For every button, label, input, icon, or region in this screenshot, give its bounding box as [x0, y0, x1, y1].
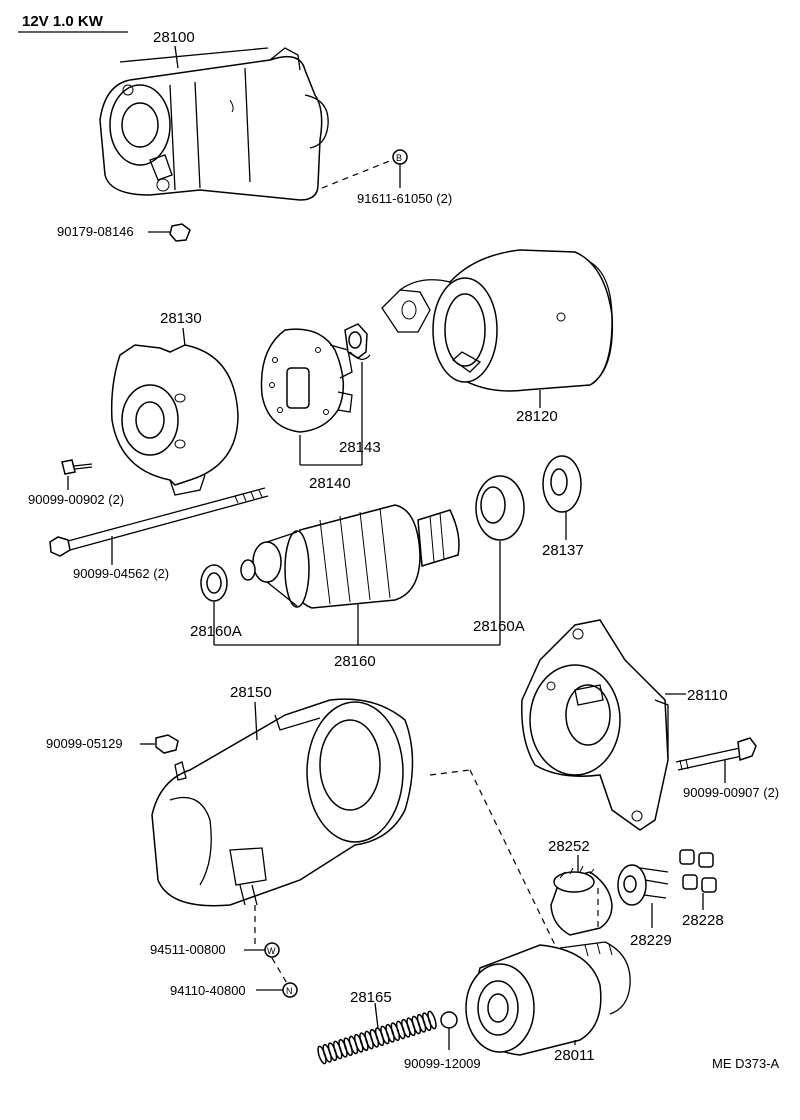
ball-icon: [440, 1011, 458, 1029]
label-28160a-right: 28160A: [473, 618, 525, 635]
label-28011: 28011: [554, 1047, 595, 1064]
w-marker-letter: W: [267, 946, 276, 956]
spring-coil: [427, 1010, 437, 1030]
label-28160a-left: 28160A: [190, 623, 242, 640]
housing-drawing: [521, 619, 669, 831]
label-28110: 28110: [687, 687, 728, 704]
leader-28100: [174, 45, 179, 69]
spring-coil: [332, 1040, 343, 1060]
spring-coil: [359, 1032, 369, 1052]
spring-coil: [322, 1043, 332, 1063]
label-90099-00907: 90099-00907 (2): [683, 785, 779, 800]
leader-28165: [374, 1002, 379, 1029]
leader-28130: [182, 327, 186, 347]
spring-coil: [385, 1023, 395, 1043]
label-90099-12009: 90099-12009: [404, 1056, 481, 1071]
spring-coil: [327, 1042, 338, 1062]
bolt-00907-icon: [675, 737, 757, 771]
label-28143: 28143: [339, 439, 381, 456]
label-28140: 28140: [309, 475, 351, 492]
spring-coil: [374, 1027, 385, 1047]
brush-spring-drawing: [344, 323, 371, 360]
leader-28150: [254, 701, 258, 741]
clutch-drawing: [465, 941, 631, 1056]
label-28130: 28130: [160, 310, 202, 327]
bolt-icon: [61, 459, 93, 475]
spring-coil: [395, 1020, 406, 1040]
label-28137: 28137: [542, 542, 584, 559]
retainer-drawing: [617, 864, 669, 906]
dash-nut: [271, 957, 289, 986]
label-90099-00902: 90099-00902 (2): [28, 492, 124, 507]
brush-holder-drawing: [260, 328, 353, 433]
seal-drawing: [542, 455, 582, 513]
label-91611-61050: 91611-61050 (2): [357, 191, 452, 206]
label-94511-00800: 94511-00800: [150, 942, 226, 957]
starter-assembly-drawing: [99, 47, 329, 201]
spring-coil: [401, 1018, 411, 1038]
b-marker-letter: B: [396, 153, 402, 163]
dash-switch-b: [469, 769, 556, 946]
label-28165: 28165: [350, 989, 392, 1006]
n-marker-letter: N: [286, 986, 293, 996]
label-28229: 28229: [630, 932, 672, 949]
nut-05129-icon: [155, 734, 179, 754]
label-90179-08146: 90179-08146: [57, 224, 134, 239]
n-marker-icon: [282, 982, 298, 998]
label-90099-04562: 90099-04562 (2): [73, 566, 169, 581]
yoke-drawing: [381, 249, 614, 392]
spring-coil: [348, 1035, 359, 1055]
label-28150: 28150: [230, 684, 272, 701]
rollers-drawing: [679, 849, 717, 893]
spring-drawing: [317, 1010, 437, 1065]
spring-coil: [406, 1017, 416, 1037]
diagram-code: ME D373-A: [712, 1056, 780, 1071]
magnetic-switch-drawing: [151, 698, 414, 907]
label-28228: 28228: [682, 912, 724, 929]
spring-coil: [343, 1037, 353, 1057]
diagram-title: 12V 1.0 KW: [22, 13, 104, 30]
spring-coil: [416, 1013, 427, 1033]
spring-coil: [380, 1025, 390, 1045]
label-28252: 28252: [548, 838, 590, 855]
spring-coil: [390, 1022, 401, 1042]
spring-coil: [353, 1033, 364, 1053]
armature-drawing: [240, 504, 460, 609]
label-90099-05129: 90099-05129: [46, 736, 123, 751]
label-28120: 28120: [516, 408, 558, 425]
spring-coil: [422, 1012, 432, 1032]
bearing-right-drawing: [475, 475, 525, 541]
through-bolt-icon: [49, 487, 269, 557]
idle-gear-drawing: [550, 865, 613, 936]
label-28100: 28100: [153, 29, 195, 46]
nut-icon: [169, 223, 191, 242]
dash-28100-b: [321, 159, 393, 189]
spring-coil: [317, 1045, 327, 1065]
spring-coil: [369, 1028, 380, 1048]
end-frame-drawing: [110, 344, 239, 496]
bearing-left-drawing: [200, 564, 228, 602]
spring-coil: [338, 1038, 348, 1058]
label-94110-40800: 94110-40800: [170, 983, 246, 998]
dash-switch-a: [429, 769, 471, 776]
spring-coil: [411, 1015, 422, 1035]
w-marker-icon: [264, 942, 280, 958]
label-28160: 28160: [334, 653, 376, 670]
spring-coil: [364, 1030, 374, 1050]
